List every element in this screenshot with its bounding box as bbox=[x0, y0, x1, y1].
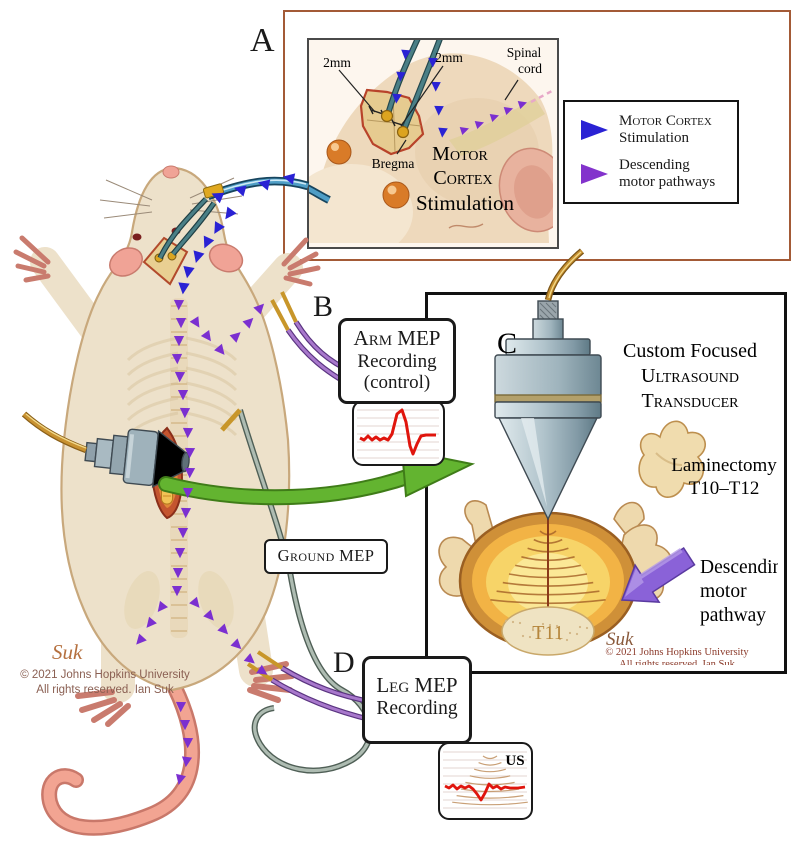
laminectomy-incision bbox=[150, 426, 183, 520]
rat-skeleton bbox=[124, 298, 238, 638]
inset-pathway-dashed-line bbox=[530, 89, 553, 104]
arm-mep-sub1: Recording bbox=[357, 351, 437, 372]
descending-pathway-chain bbox=[136, 299, 268, 785]
panel-d-letter: D bbox=[333, 646, 355, 679]
legend-item-stimulation: Motor Cortex Stimulation bbox=[579, 113, 737, 147]
ground-mep-box: Ground MEP bbox=[264, 539, 388, 574]
inset-skull-window bbox=[359, 88, 425, 156]
trace-gridlines bbox=[443, 751, 527, 809]
vertebra-label: T11 bbox=[532, 622, 563, 644]
device-title-1: Custom Focused bbox=[623, 340, 757, 362]
rat-skull-window bbox=[142, 236, 189, 286]
transducer-power-wire bbox=[21, 411, 88, 454]
laminectomy-bone bbox=[638, 420, 706, 498]
leader-spinal-cord bbox=[504, 79, 519, 101]
panel-c-illustration: T11 C Custom bbox=[438, 300, 778, 665]
arm-mep-title: Arm MEP bbox=[353, 326, 441, 350]
copyright-line-1: © 2021 Johns Hopkins University bbox=[20, 669, 190, 681]
leader-2mm-right bbox=[400, 65, 444, 127]
figure-copyright: © 2021 Johns Hopkins University All righ… bbox=[20, 668, 190, 698]
purple-triangle-icon bbox=[581, 163, 608, 184]
panel-a-letter: A bbox=[250, 22, 275, 59]
label-spinal-1: Spinal bbox=[507, 45, 542, 60]
leader-bregma bbox=[396, 139, 407, 155]
inset-title-3: Stimulation bbox=[416, 191, 515, 215]
leg-mep-trace-box: US bbox=[438, 742, 533, 820]
bone-speckles bbox=[504, 619, 589, 642]
panel-b-letter: B bbox=[313, 290, 334, 323]
ground-wire bbox=[220, 408, 373, 774]
descending-pathway-arrow bbox=[620, 547, 696, 603]
label-2mm-right: 2mm bbox=[435, 50, 463, 65]
legend-desc-line2: motor pathways bbox=[619, 173, 716, 190]
rat-limbs bbox=[30, 247, 303, 703]
trace-gridlines bbox=[357, 409, 439, 459]
stimulation-arrow-chain bbox=[178, 173, 296, 295]
inset-cable-stub-core bbox=[309, 186, 331, 203]
label-2mm-left: 2mm bbox=[323, 55, 351, 70]
panel-c-copyright-1: © 2021 Johns Hopkins University bbox=[605, 647, 749, 658]
spinous-process bbox=[501, 606, 595, 656]
transducer-on-rat bbox=[84, 428, 190, 488]
legend-stim-line1: Motor Cortex bbox=[619, 113, 712, 130]
copyright-line-2: All rights reserved. Ian Suk bbox=[36, 683, 174, 696]
leg-mep-sub: Recording bbox=[376, 698, 458, 719]
inset-stimulation-arrows bbox=[392, 49, 448, 138]
leg-mep-title: Leg MEP bbox=[376, 673, 458, 697]
inset-eye-left bbox=[326, 139, 352, 165]
legend-item-descending: Descending motor pathways bbox=[579, 157, 737, 191]
vertebra-t11-cross-section: T11 bbox=[458, 511, 638, 656]
inset-title-1: Motor bbox=[432, 143, 488, 165]
leg-mep-label-box: Leg MEP Recording bbox=[362, 656, 472, 744]
label-spinal-2: cord bbox=[518, 61, 542, 76]
inset-descending-arrows bbox=[459, 101, 527, 135]
panel-c-box: T11 C Custom bbox=[425, 292, 787, 674]
artist-signature: Suk bbox=[606, 629, 634, 650]
panel-c-copyright-2: All rights reserved. Ian Suk bbox=[619, 659, 736, 665]
inset-eye-right bbox=[382, 181, 410, 209]
leader-2mm-left bbox=[338, 69, 376, 113]
label-bregma: Bregma bbox=[372, 156, 415, 171]
artist-signature: Suk bbox=[52, 640, 83, 664]
inset-title-2: Cortex bbox=[433, 167, 492, 189]
focused-ultrasound-transducer bbox=[494, 300, 602, 521]
arm-mep-trace-box bbox=[352, 400, 445, 466]
mep-trace bbox=[444, 782, 526, 802]
arm-mep-waveform bbox=[357, 408, 439, 459]
inset-spinal-cord bbox=[449, 98, 545, 156]
rat-body bbox=[60, 166, 291, 692]
inset-screw-electrode bbox=[380, 109, 394, 123]
inset-screw-electrode bbox=[396, 125, 410, 139]
device-title-3: Transducer bbox=[641, 390, 739, 412]
rat-head-features bbox=[99, 165, 244, 277]
rat-tail bbox=[41, 680, 200, 836]
legend-desc-line1: Descending bbox=[619, 157, 690, 173]
descending-label-2: motor bbox=[700, 581, 747, 602]
leg-mep-waveform: US bbox=[443, 751, 528, 809]
bone-shading bbox=[655, 452, 683, 466]
panel-a-inset: 2mm 2mm Spinal cord Bregma Motor Cortex … bbox=[307, 38, 559, 249]
descending-label-3: pathway bbox=[700, 605, 766, 626]
blue-triangle-icon bbox=[581, 120, 608, 141]
motor-cortex-inset-illustration: 2mm 2mm Spinal cord Bregma Motor Cortex … bbox=[309, 40, 553, 243]
legend-box: Motor Cortex Stimulation Descending moto… bbox=[563, 100, 739, 204]
mep-trace bbox=[359, 408, 436, 456]
descending-label-1: Descending bbox=[700, 557, 778, 578]
arm-mep-sub2: (control) bbox=[363, 372, 431, 394]
inset-ear bbox=[498, 147, 553, 233]
laminectomy-label-1: Laminectomy bbox=[671, 455, 777, 476]
us-label: US bbox=[505, 753, 524, 769]
legend-stim-line2: Stimulation bbox=[619, 130, 690, 147]
inset-snout bbox=[309, 164, 413, 243]
device-title-2: Ultrasound bbox=[641, 365, 739, 387]
arm-mep-label-box: Arm MEP Recording (control) bbox=[338, 318, 456, 404]
laminectomy-label-2: T10–T12 bbox=[689, 478, 760, 499]
inset-signature-squiggle bbox=[448, 223, 484, 229]
panel-c-letter: C bbox=[497, 327, 517, 360]
